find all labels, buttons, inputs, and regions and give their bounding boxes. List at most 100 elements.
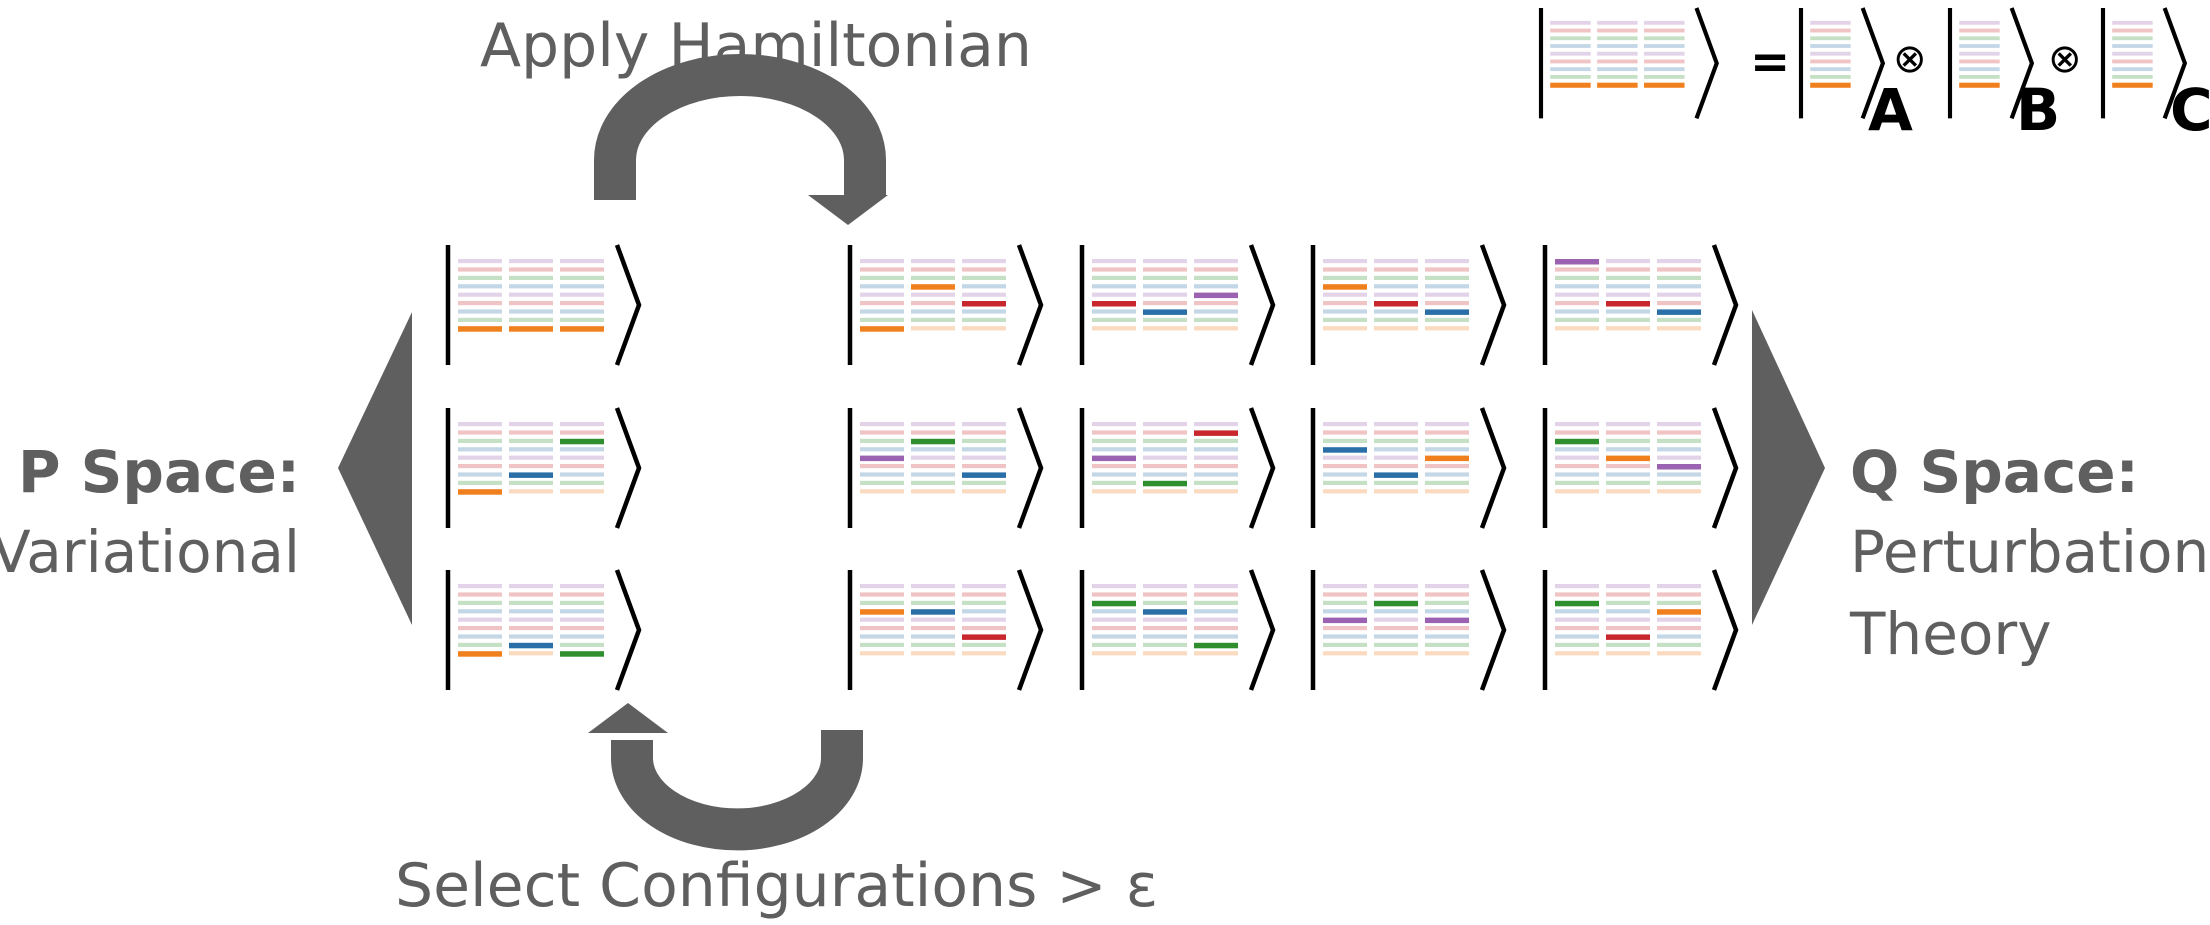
orbital-level [1092, 609, 1136, 614]
orbital-level [1555, 292, 1599, 297]
orbital-level [1374, 455, 1418, 460]
orbital-level [1606, 438, 1650, 443]
orbital-level [1194, 489, 1238, 494]
p-space-arrowhead [338, 312, 412, 625]
orbital-level [509, 309, 553, 314]
ket-right-angle [1694, 7, 1719, 120]
orbital-level [1194, 584, 1238, 589]
orbital-level [860, 642, 904, 647]
orbital-level [458, 267, 502, 272]
ket-right-angle [2162, 7, 2188, 120]
orbital-level [860, 292, 904, 297]
orbital-level [458, 309, 502, 314]
orbital-level [1194, 317, 1238, 322]
orbital-level [1323, 626, 1367, 631]
orbital-level [911, 584, 955, 589]
orbital-level [1606, 472, 1650, 477]
occupied-level [1425, 617, 1469, 624]
orbital-level [1323, 464, 1367, 469]
orbital-level [1644, 44, 1685, 48]
occupied-level [1606, 455, 1650, 462]
orbital-level [1194, 326, 1238, 331]
orbital-level [860, 464, 904, 469]
orbital-level [1374, 642, 1418, 647]
orbital-level [1606, 430, 1650, 435]
orbital-level [1425, 651, 1469, 656]
orbital-level [1425, 464, 1469, 469]
orbital-level [911, 480, 955, 485]
orbital-level [1550, 20, 1591, 25]
orbital-level [560, 480, 604, 485]
legend-factor-ket-c [2100, 7, 2188, 120]
orbital-level [1143, 592, 1187, 597]
orbital-level [1555, 634, 1599, 639]
orbital-level [911, 292, 955, 297]
orbital-level [860, 301, 904, 306]
orbital-level [1555, 447, 1599, 452]
q-space-configuration [1079, 244, 1276, 366]
orbital-level [1194, 472, 1238, 477]
orbital-level [1323, 430, 1367, 435]
orbital-level [1374, 447, 1418, 452]
orbital-level [1606, 326, 1650, 331]
orbital-level [1194, 309, 1238, 314]
orbital-level [1374, 422, 1418, 427]
occupied-level [1425, 455, 1469, 462]
orbital-level [1657, 617, 1701, 622]
orbital-level [1555, 642, 1599, 647]
orbital-level [458, 430, 502, 435]
orbital-level [1143, 489, 1187, 494]
orbital-level [560, 592, 604, 597]
q-space-configuration [1542, 244, 1739, 366]
occupied-level [458, 326, 502, 332]
orbital-level [962, 309, 1006, 314]
legend-tensor-1: ⊗ [1893, 36, 1927, 82]
occupied-level [1597, 82, 1638, 88]
orbital-level [911, 317, 955, 322]
orbital-level [560, 309, 604, 314]
orbital-level [1657, 438, 1701, 443]
orbital-level [1810, 28, 1851, 33]
ket-right-angle [614, 569, 642, 691]
occupied-level [1374, 472, 1418, 478]
orbital-level [860, 634, 904, 639]
ket-right-angle [1860, 7, 1886, 120]
orbital-level [860, 284, 904, 289]
orbital-level [860, 275, 904, 280]
orbital-level [1374, 489, 1418, 494]
orbital-level [509, 284, 553, 289]
orbital-level [1606, 259, 1650, 264]
orbital-level [1374, 480, 1418, 485]
q-space-configuration [847, 244, 1044, 366]
orbital-level [1810, 44, 1851, 48]
orbital-level [1323, 634, 1367, 639]
ket-right-angle [1016, 244, 1044, 366]
orbital-level [1657, 284, 1701, 289]
orbital-level [1425, 438, 1469, 443]
orbital-level [1194, 651, 1238, 656]
orbital-level [458, 317, 502, 322]
ket-right-angle [1479, 569, 1507, 691]
orbital-level [1959, 36, 2000, 41]
orbital-level [1959, 67, 2000, 72]
orbital-level [1092, 447, 1136, 452]
orbital-level [1657, 447, 1701, 452]
orbital-level [860, 600, 904, 605]
orbital-level [509, 275, 553, 280]
legend-full-ket [1538, 7, 1719, 120]
orbital-level [911, 259, 955, 264]
orbital-level [962, 592, 1006, 597]
occupied-level [1555, 600, 1599, 607]
orbital-level [509, 651, 553, 656]
orbital-level [1644, 51, 1685, 56]
legend-factor-ket-b [1947, 7, 2035, 120]
orbital-level [509, 455, 553, 460]
orbital-level [1143, 430, 1187, 435]
orbital-level [1657, 480, 1701, 485]
orbital-level [911, 309, 955, 314]
q-space-subtitle-line2: Theory [1850, 600, 2052, 668]
orbital-level [1323, 275, 1367, 280]
occupied-level [1323, 284, 1367, 290]
orbital-level [1606, 651, 1650, 656]
